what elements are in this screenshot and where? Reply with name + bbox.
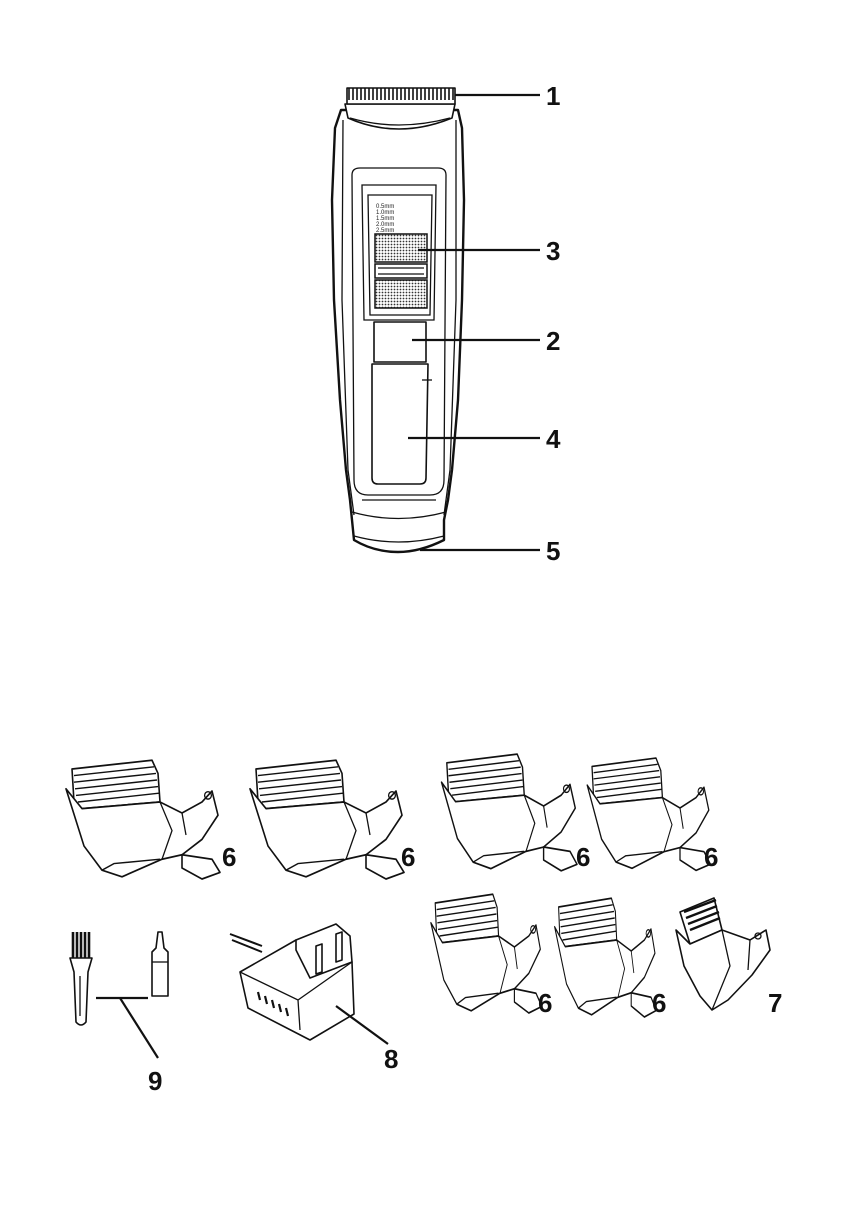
comb-attachment	[66, 760, 220, 879]
label-small-comb: 7	[768, 988, 782, 1018]
adjuster-grip-lower	[375, 280, 427, 308]
comb-attachment	[431, 894, 542, 1013]
power-adapter	[230, 924, 354, 1040]
comb-attachment	[555, 898, 657, 1017]
comb-attachment	[442, 754, 578, 871]
hair-clipper: 0.5mm 1.0mm 1.5mm 2.0mm 2.5mm	[332, 88, 464, 552]
label-adapter: 8	[384, 1044, 398, 1074]
label-blade: 1	[546, 81, 560, 111]
label-comb-attachment: 6	[401, 842, 415, 872]
adapter-callout	[336, 1006, 388, 1044]
power-switch	[374, 322, 426, 362]
comb-attachment	[587, 758, 710, 870]
label-cleaning-kit: 9	[148, 1066, 162, 1096]
label-switch: 2	[546, 326, 560, 356]
label-comb-attachment: 6	[576, 842, 590, 872]
comb-attachment	[250, 760, 404, 879]
label-comb-attachment: 6	[538, 988, 552, 1018]
cleaning-kit-callout	[96, 998, 158, 1058]
label-comb-attachment: 6	[222, 842, 236, 872]
length-scale: 0.5mm 1.0mm 1.5mm 2.0mm 2.5mm	[376, 204, 394, 234]
label-handle: 4	[546, 424, 561, 454]
adjuster-grip-upper	[375, 234, 427, 262]
adjuster-ridge	[375, 264, 427, 278]
scale-mark: 2.5mm	[376, 228, 394, 234]
label-comb-attachment: 6	[704, 842, 718, 872]
label-comb-attachment: 6	[652, 988, 666, 1018]
handle-grip	[372, 364, 428, 484]
label-adjuster: 3	[546, 236, 560, 266]
label-base: 5	[546, 536, 560, 566]
oil-bottle-icon	[152, 932, 168, 996]
cleaning-brush-icon	[70, 932, 92, 1025]
small-comb-attachment	[676, 898, 770, 1010]
